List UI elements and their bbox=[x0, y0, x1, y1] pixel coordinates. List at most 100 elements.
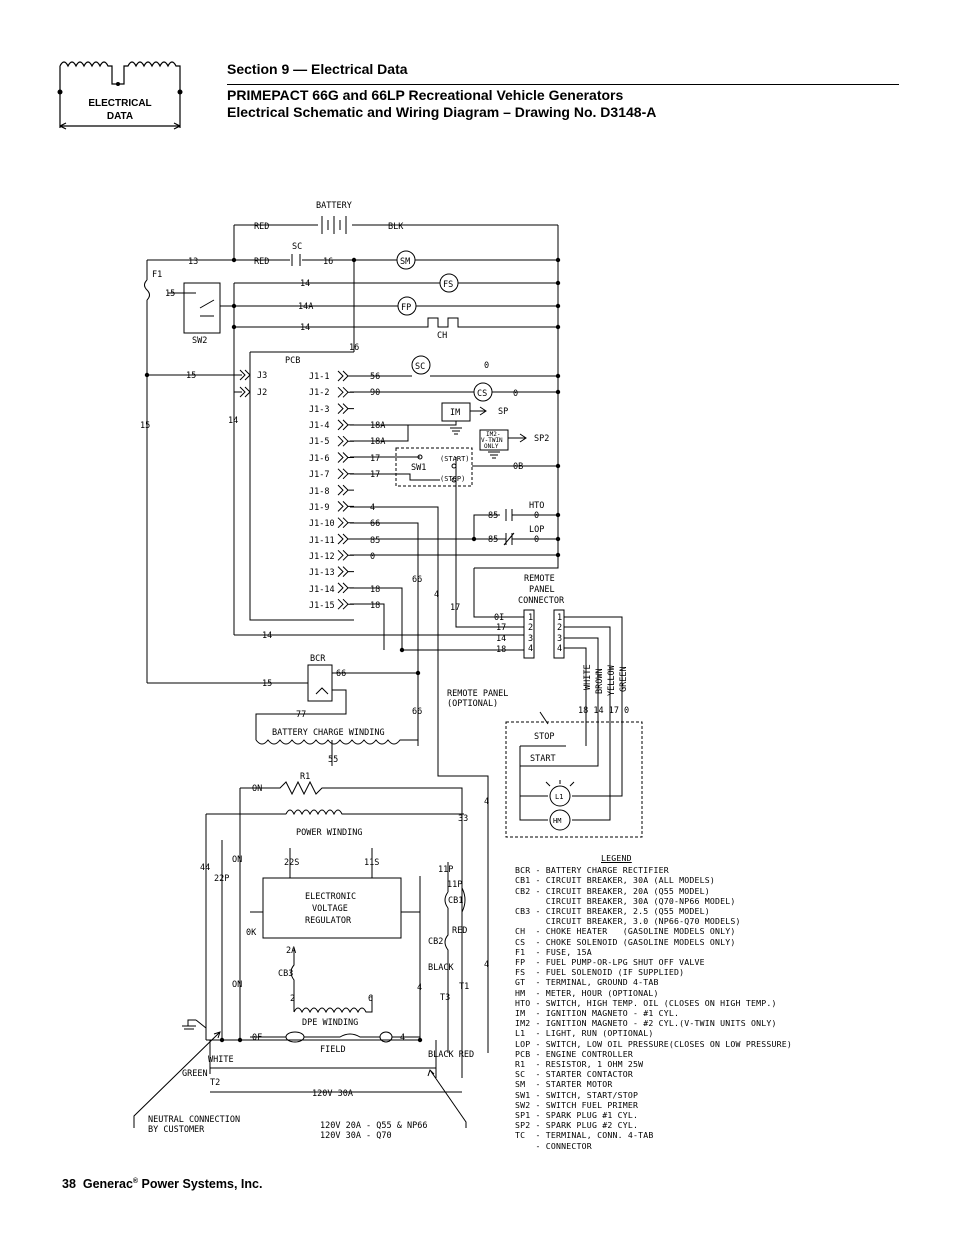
wire-6-label: 6 bbox=[368, 994, 373, 1004]
legend-item: CIRCUIT BREAKER, 30A (Q70-NP66 MODEL) bbox=[515, 895, 736, 906]
document-title-line1: PRIMEPACT 66G and 66LP Recreational Vehi… bbox=[227, 87, 624, 103]
j1-14-label: J1-14 bbox=[309, 585, 335, 595]
field-label: FIELD bbox=[320, 1045, 346, 1055]
fuel-solenoid-icon bbox=[439, 273, 459, 293]
neutral-label-1: NEUTRAL CONNECTION bbox=[148, 1115, 240, 1125]
j1-3-label: J1-3 bbox=[309, 405, 329, 415]
red-cb-label: RED bbox=[452, 926, 467, 936]
wire-color-green: GREEN bbox=[619, 666, 629, 692]
fuel-pump-icon bbox=[397, 296, 417, 316]
section-heading: Section 9 — Electrical Data bbox=[227, 61, 408, 77]
j1-1-label: J1-1 bbox=[309, 372, 329, 382]
wire-66-bcr-label: 66 bbox=[336, 669, 346, 679]
wire-11s-label: 11S bbox=[364, 858, 379, 868]
legend-item: IM - IGNITION MAGNETO - #1 CYL. bbox=[515, 1008, 680, 1019]
rating-label-2: 120V 30A - Q70 bbox=[320, 1131, 392, 1141]
rpc-label-3: CONNECTOR bbox=[518, 596, 565, 606]
legend-item: SP2 - SPARK PLUG #2 CYL. bbox=[515, 1120, 639, 1131]
wire-color-white: WHITE bbox=[583, 664, 593, 690]
wire-22p-label: 22P bbox=[214, 874, 229, 884]
r1-label: R1 bbox=[300, 772, 310, 782]
wire-66-bcw-label: 66 bbox=[412, 707, 422, 717]
f1-label: F1 bbox=[152, 270, 162, 280]
wire-44-label: 44 bbox=[200, 863, 210, 873]
wire-on-lower-label: ON bbox=[232, 980, 242, 990]
j1-pin-connector bbox=[337, 484, 354, 496]
im-label: IM bbox=[450, 408, 460, 418]
cs-label: CS bbox=[477, 389, 487, 399]
wire-13-label: 13 bbox=[188, 257, 198, 267]
remote-panel-label: REMOTE PANEL bbox=[447, 689, 508, 699]
wire-0-label: 0 bbox=[370, 552, 375, 562]
pin-4-right: 4 bbox=[557, 644, 562, 654]
legend-item: LOP - SWITCH, LOW OIL PRESSURE(CLOSES ON… bbox=[515, 1038, 792, 1049]
legend-item: L1 - LIGHT, RUN (OPTIONAL) bbox=[515, 1028, 654, 1039]
stop-label: STOP bbox=[534, 732, 554, 742]
legend-item: CIRCUIT BREAKER, 3.0 (NP66-Q70 MODELS) bbox=[515, 916, 741, 927]
pin-4-left: 4 bbox=[528, 644, 533, 654]
wire-15-label-2: 15 bbox=[186, 371, 196, 381]
pin-1-left: 1 bbox=[528, 613, 533, 623]
sc-cap-label: SC bbox=[292, 242, 302, 252]
wire-4-evr-label: 4 bbox=[417, 983, 422, 993]
sw2-label: SW2 bbox=[192, 336, 207, 346]
black-red-label: BLACK RED bbox=[428, 1050, 474, 1060]
j1-2-label: J1-2 bbox=[309, 388, 329, 398]
legend-item: CH - CHOKE HEATER (GASOLINE MODELS ONLY) bbox=[515, 926, 736, 937]
j1-pin-connector bbox=[337, 403, 354, 414]
rpc-label-2: PANEL bbox=[529, 585, 555, 595]
wire-18-label: 18 bbox=[370, 585, 380, 595]
hm-label: HM bbox=[553, 817, 561, 825]
start-label: START bbox=[530, 754, 556, 764]
rpc-label-1: REMOTE bbox=[524, 574, 555, 584]
logo-text-line2: DATA bbox=[107, 111, 133, 122]
cb3-label: CB3 bbox=[278, 969, 293, 979]
fs-label: FS bbox=[443, 280, 453, 290]
im2-label-1: IM2- bbox=[486, 431, 500, 438]
rating-label-1: 120V 20A - Q55 & NP66 bbox=[320, 1121, 427, 1131]
j1-12-label: J1-12 bbox=[309, 552, 335, 562]
wire-2-label: 2 bbox=[290, 994, 295, 1004]
im2-label-2: V-TWIN bbox=[481, 437, 503, 444]
sw1-start-label: (START) bbox=[440, 455, 470, 463]
pin-2-left: 2 bbox=[528, 623, 533, 633]
battery-label: BATTERY bbox=[316, 201, 352, 211]
sm-label: SM bbox=[400, 257, 410, 267]
pin-1-right: 1 bbox=[557, 613, 562, 623]
legend-item: CB1 - CIRCUIT BREAKER, 30A (ALL MODELS) bbox=[515, 875, 716, 886]
legend-item: CB3 - CIRCUIT BREAKER, 2.5 (Q55 MODEL) bbox=[515, 906, 710, 917]
sw1-label: SW1 bbox=[411, 463, 426, 473]
wire-17-label-2: 17 bbox=[370, 470, 380, 480]
fp-label: FP bbox=[401, 303, 411, 313]
legend-item: HTO - SWITCH, HIGH TEMP. OIL (CLOSES ON … bbox=[515, 997, 777, 1008]
company-name: Generac bbox=[82, 1177, 133, 1191]
legend-item: CB2 - CIRCUIT BREAKER, 20A (Q55 MODEL) bbox=[515, 885, 710, 896]
wire-77-label: 77 bbox=[296, 710, 306, 720]
choke-solenoid-icon bbox=[473, 382, 493, 402]
power-winding-label: POWER WINDING bbox=[296, 828, 363, 838]
legend-item: BCR - BATTERY CHARGE RECTIFIER bbox=[515, 865, 669, 876]
legend-item: IM2 - IGNITION MAGNETO - #2 CYL.(V-TWIN … bbox=[515, 1018, 777, 1029]
legend-item: CS - CHOKE SOLENOID (GASOLINE MODELS ONL… bbox=[515, 936, 736, 947]
wire-0-hto-label: 0 bbox=[534, 511, 539, 521]
j2-label: J2 bbox=[257, 388, 267, 398]
wire-55-label: 55 bbox=[328, 755, 338, 765]
legend-item: SC - STARTER CONTACTOR bbox=[515, 1069, 633, 1080]
starter-motor-icon bbox=[396, 250, 416, 270]
remote-nums-label: 18 14 17 0 bbox=[578, 706, 629, 716]
legend-item: FP - FUEL PUMP-OR-LPG SHUT OFF VALVE bbox=[515, 957, 705, 968]
sp-label: SP bbox=[498, 407, 508, 417]
bcr-label: BCR bbox=[310, 654, 326, 664]
wire-on-r1-label: ON bbox=[252, 784, 262, 794]
black-cb-label: BLACK bbox=[428, 963, 454, 973]
evr-label-1: ELECTRONIC bbox=[305, 892, 356, 902]
j1-13-label: J1-13 bbox=[309, 568, 335, 578]
j1-4-label: J1-4 bbox=[309, 421, 329, 431]
legend-item: FS - FUEL SOLENOID (IF SUPPLIED) bbox=[515, 967, 685, 978]
j1-6-label: J1-6 bbox=[309, 454, 329, 464]
dpe-winding-label: DPE WINDING bbox=[302, 1018, 358, 1028]
optional-label: (OPTIONAL) bbox=[447, 699, 498, 709]
legend-item: SW1 - SWITCH, START/STOP bbox=[515, 1089, 639, 1100]
legend-item: SP1 - SPARK PLUG #1 CYL. bbox=[515, 1110, 639, 1121]
